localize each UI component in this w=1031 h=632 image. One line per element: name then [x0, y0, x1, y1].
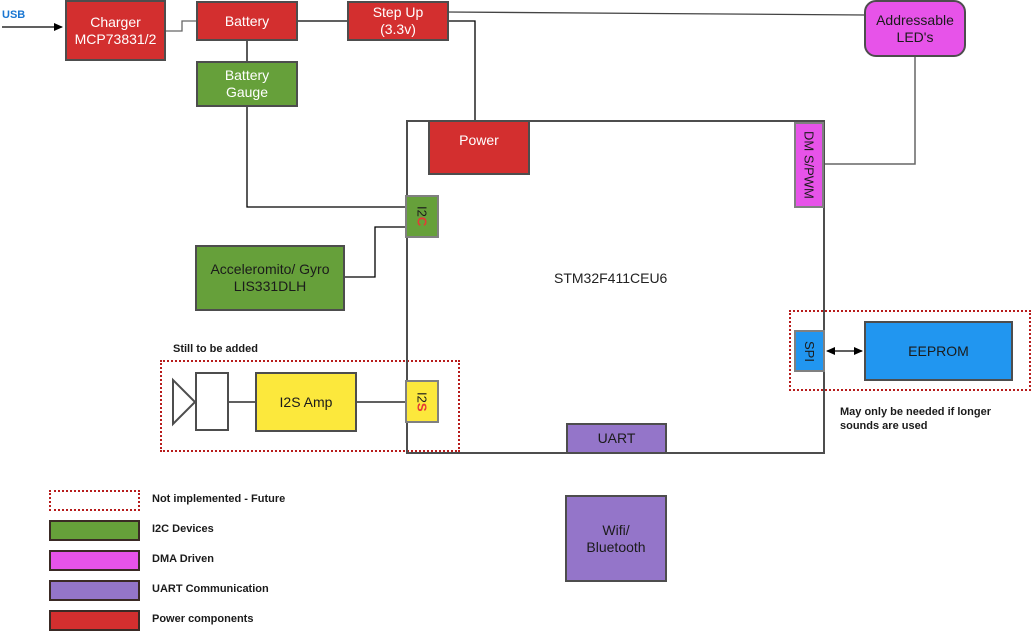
wifi-bluetooth-block[interactable]: Wifi/ Bluetooth [565, 495, 667, 582]
legend-label-i2c: I2C Devices [152, 523, 214, 535]
legend-swatch-i2c [49, 520, 140, 541]
legend-swatch-dma [49, 550, 140, 571]
legend-label-dma: DMA Driven [152, 553, 214, 565]
legend-swatch-future [49, 490, 140, 511]
mcu-label: STM32F411CEU6 [554, 270, 668, 286]
spi-port[interactable]: SPI [794, 330, 825, 372]
dma-pwm-port[interactable]: DM S/PWM [794, 122, 824, 208]
eeprom-note: May only be needed if longer sounds are … [840, 406, 991, 432]
power-block[interactable]: Power [428, 120, 530, 175]
stepup-power-wire [447, 20, 476, 120]
i2c-port[interactable]: I2C [405, 195, 439, 238]
future-region-audio [160, 360, 460, 452]
i2c-port-highlight: C [414, 217, 430, 227]
stepup-leds-wire [446, 11, 866, 16]
legend-swatch-uart [49, 580, 140, 601]
battery-gauge-block[interactable]: Battery Gauge [196, 61, 298, 107]
i2s-port[interactable]: I2S [405, 380, 439, 423]
still-to-be-added-note: Still to be added [173, 343, 258, 355]
charger-block[interactable]: Charger MCP73831/2 [65, 0, 166, 61]
i2s-amp-block[interactable]: I2S Amp [255, 372, 357, 432]
spi-port-label: SPI [802, 340, 817, 362]
gauge-i2c-wire [246, 106, 406, 208]
speaker-block[interactable] [195, 372, 229, 431]
dma-pwm-port-label: DM S/PWM [801, 131, 817, 199]
speaker-icon [172, 377, 197, 427]
charger-battery-wire [166, 20, 197, 32]
legend-label-power: Power components [152, 613, 254, 625]
eeprom-block[interactable]: EEPROM [864, 321, 1013, 381]
usb-label: USB [2, 9, 26, 21]
future-region-eeprom [789, 310, 1031, 391]
step-up-block[interactable]: Step Up (3.3v) [347, 1, 449, 41]
leds-dma-wire [824, 56, 916, 165]
legend-label-uart: UART Communication [152, 583, 269, 595]
battery-block[interactable]: Battery [196, 1, 298, 41]
i2c-port-prefix: I2 [414, 206, 430, 218]
addressable-leds-block[interactable]: Addressable LED's [864, 0, 966, 57]
accel-i2c-wire [345, 226, 406, 278]
uart-port[interactable]: UART [566, 423, 667, 454]
i2s-port-prefix: I2 [414, 391, 430, 403]
legend-swatch-power [49, 610, 140, 631]
accelerometer-block[interactable]: Acceleromito/ Gyro LIS331DLH [195, 245, 345, 311]
legend-label-future: Not implemented - Future [152, 493, 286, 505]
i2s-port-highlight: S [414, 402, 430, 412]
